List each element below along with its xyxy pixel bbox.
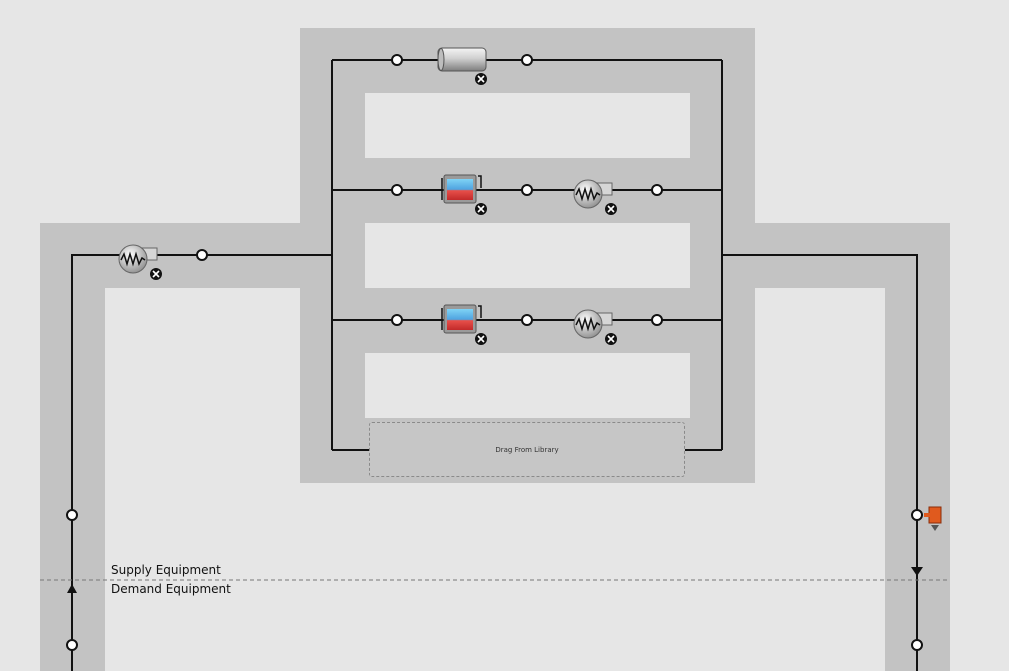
setpoint-manager-icon[interactable] — [924, 506, 942, 531]
delete-icon[interactable] — [605, 333, 617, 345]
node-icon — [66, 509, 78, 521]
node-icon — [66, 639, 78, 651]
branch-gap-1 — [365, 93, 690, 158]
node-icon — [911, 639, 923, 651]
node-icon — [391, 54, 403, 66]
pipe-icon[interactable] — [437, 47, 487, 72]
node-icon — [391, 184, 403, 196]
delete-icon[interactable] — [605, 203, 617, 215]
node-icon — [911, 509, 923, 521]
pump-icon[interactable] — [573, 309, 613, 339]
node-icon — [391, 314, 403, 326]
delete-icon[interactable] — [150, 268, 162, 280]
dropzone-label: Drag From Library — [495, 445, 559, 454]
branch-gap-2 — [365, 223, 690, 288]
delete-icon[interactable] — [475, 73, 487, 85]
branch-gap-3 — [365, 353, 690, 418]
demand-equipment-label: Demand Equipment — [111, 582, 231, 596]
water-heater-icon[interactable] — [441, 304, 482, 334]
pump-icon[interactable] — [118, 244, 158, 274]
node-icon — [521, 184, 533, 196]
supply-inlet-line — [71, 254, 332, 671]
supply-outlet-line — [722, 254, 918, 671]
drag-from-library-dropzone[interactable]: Drag From Library — [369, 422, 685, 477]
pump-icon[interactable] — [573, 179, 613, 209]
delete-icon[interactable] — [475, 203, 487, 215]
node-icon — [196, 249, 208, 261]
node-icon — [651, 314, 663, 326]
node-icon — [521, 314, 533, 326]
node-icon — [651, 184, 663, 196]
supply-equipment-label: Supply Equipment — [111, 563, 221, 577]
flow-down-arrow-icon — [911, 567, 923, 576]
water-heater-icon[interactable] — [441, 174, 482, 204]
delete-icon[interactable] — [475, 333, 487, 345]
flow-up-arrow-icon — [67, 584, 77, 593]
node-icon — [521, 54, 533, 66]
